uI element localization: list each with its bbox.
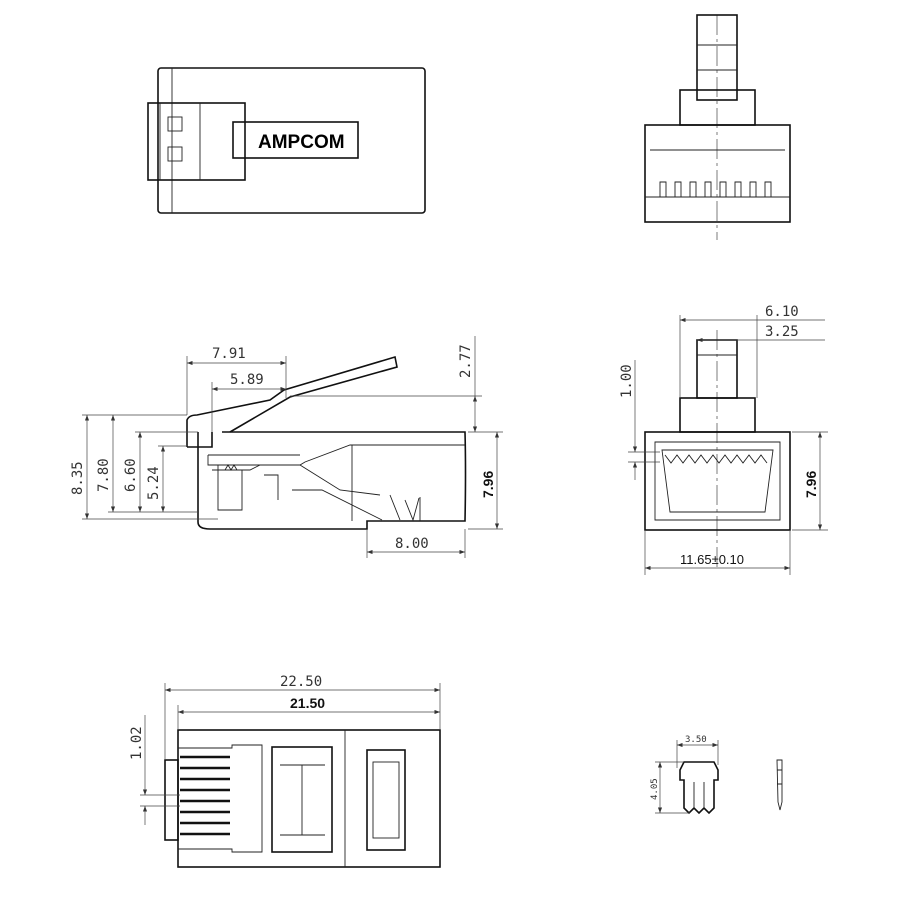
dim-7-96-front: 7.96 — [803, 471, 819, 498]
dim-5-24: 5.24 — [146, 466, 162, 500]
dim-2-77: 2.77 — [458, 344, 474, 378]
dim-1-00: 1.00 — [619, 364, 635, 398]
dim-4-05: 4.05 — [650, 778, 660, 800]
dim-7-80: 7.80 — [96, 458, 112, 492]
dim-22-50: 22.50 — [280, 674, 322, 690]
dim-3-25: 3.25 — [765, 324, 799, 340]
front-top-view — [644, 14, 791, 240]
side-view: 7.91 5.89 2.77 8.35 7.80 6.60 5.24 7.96 … — [70, 336, 503, 558]
dim-7-96-side: 7.96 — [480, 471, 496, 498]
dim-6-10: 6.10 — [765, 304, 799, 320]
dim-11-65: 11.65±0.10 — [680, 552, 744, 567]
dim-3-50: 3.50 — [685, 735, 707, 745]
dim-8-00: 8.00 — [395, 536, 429, 552]
dim-5-89: 5.89 — [230, 372, 264, 388]
top-view: AMPCOM — [147, 67, 426, 214]
dim-6-60: 6.60 — [123, 458, 139, 492]
dim-21-50: 21.50 — [290, 695, 325, 711]
contact-view: 3.50 4.05 — [650, 735, 783, 815]
dim-8-35: 8.35 — [70, 461, 86, 495]
bottom-view: 22.50 21.50 1.02 — [129, 674, 441, 868]
brand-logo: AMPCOM — [258, 132, 345, 153]
front-view: 6.10 3.25 1.00 7.96 11.65±0.10 — [619, 304, 828, 575]
dim-1-02: 1.02 — [129, 726, 145, 760]
dim-7-91: 7.91 — [212, 346, 246, 362]
